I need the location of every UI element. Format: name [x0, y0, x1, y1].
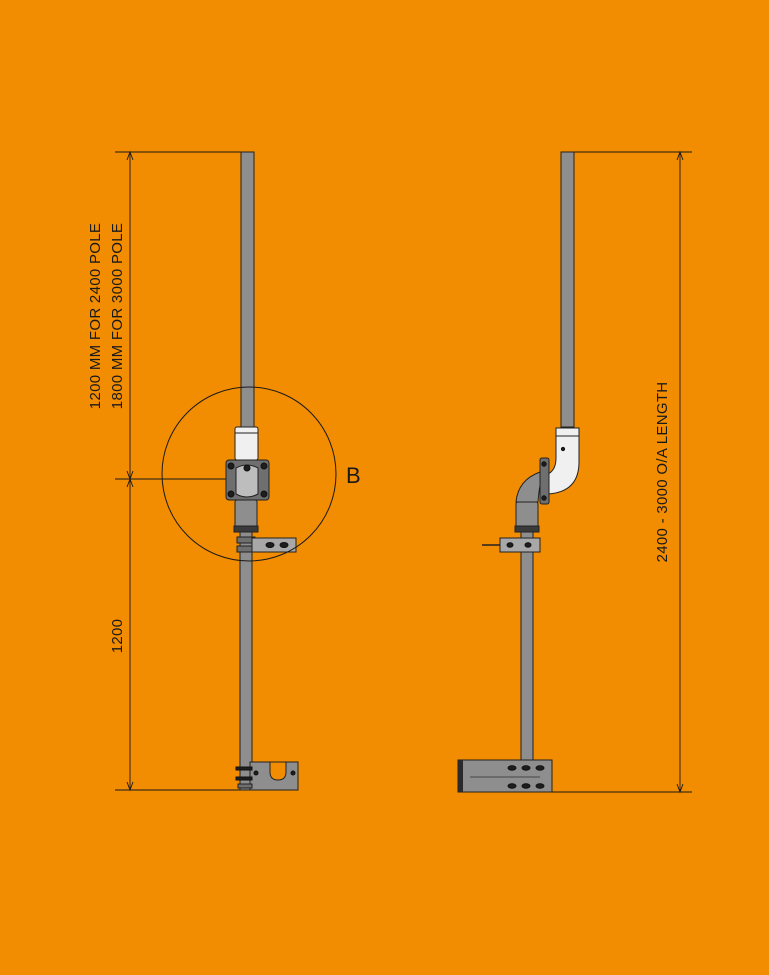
detail-label: B [346, 463, 361, 488]
dim-arrow [126, 477, 134, 488]
upper-dimension-label-line1: 1200 MM FOR 2400 POLE [87, 223, 104, 409]
overall-length-label: 2400 - 3000 O/A LENGTH [654, 382, 671, 563]
lower-dimension-label: 1200 [109, 619, 126, 654]
grey-elbow [515, 471, 541, 503]
upper-pole [240, 151, 255, 428]
lower-pole-side [520, 531, 534, 761]
front-view: B [161, 151, 361, 791]
dim-arrow [126, 150, 134, 161]
upper-dimension-label-line2: 1800 MM FOR 3000 POLE [109, 223, 126, 409]
dim-arrow [676, 150, 684, 161]
lower-pole [239, 531, 253, 791]
side-bracket-side [499, 537, 541, 553]
side-view [457, 151, 580, 793]
right-dimension-group: 2400 - 3000 O/A LENGTH [552, 150, 692, 794]
white-coupling [234, 426, 259, 461]
dim-arrow [126, 781, 134, 792]
left-dimension-group: 1200 MM FOR 2400 POLE 1800 MM FOR 3000 P… [87, 150, 244, 792]
dim-arrow [676, 783, 684, 794]
detail-circle [161, 386, 337, 562]
upper-pole-side [560, 151, 575, 428]
white-elbow [547, 427, 580, 495]
